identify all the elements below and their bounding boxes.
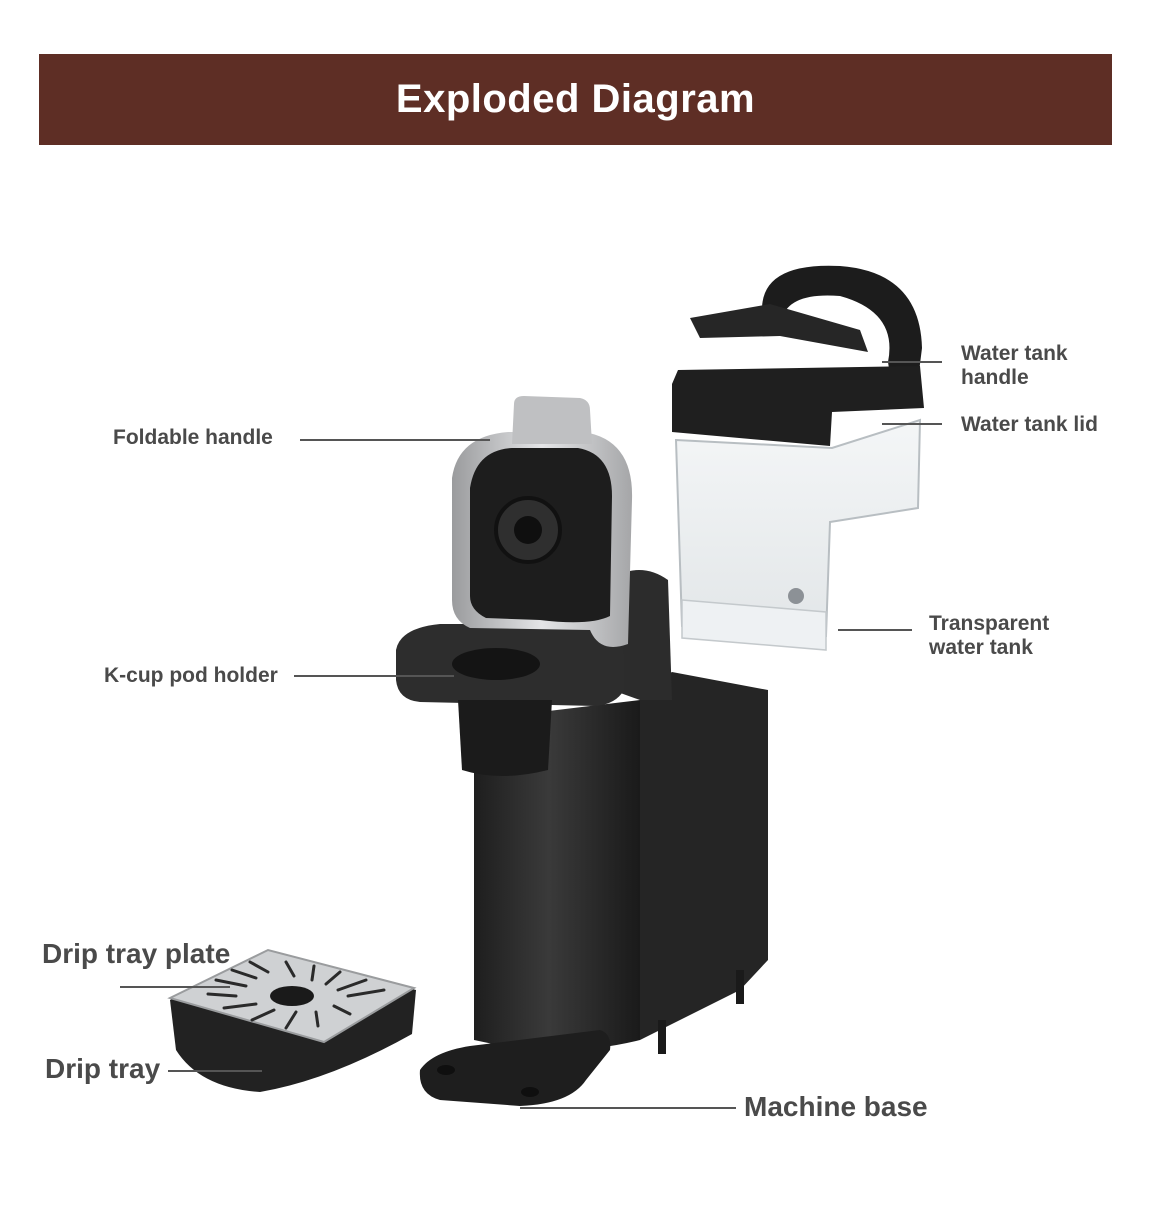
water-tank-handle bbox=[761, 265, 922, 389]
leader-foldable-handle bbox=[300, 439, 490, 441]
page-title: Exploded Diagram bbox=[395, 77, 756, 121]
label-drip-tray: Drip tray bbox=[45, 1053, 161, 1084]
water-tank-bottom bbox=[681, 599, 827, 651]
pod-holder-spout bbox=[458, 700, 552, 776]
leader-drip-tray bbox=[168, 1070, 262, 1072]
label-transparent-water-tank: Transparent water tank bbox=[929, 612, 1049, 660]
label-transparent-water-tank-line1: Transparent bbox=[929, 612, 1050, 635]
brew-needle-center bbox=[514, 516, 542, 544]
machine-rear-housing bbox=[640, 672, 768, 1040]
foldable-handle-grip bbox=[512, 396, 592, 444]
water-tank-flap bbox=[690, 304, 868, 352]
drip-tray-slots bbox=[206, 960, 386, 1030]
label-water-tank-handle-line2: handle bbox=[961, 366, 1029, 390]
machine-column bbox=[474, 700, 640, 1050]
rear-foot-1 bbox=[658, 1020, 666, 1054]
label-water-tank-handle-line1: Water tank bbox=[961, 342, 1068, 365]
drip-tray-center-hole bbox=[270, 986, 314, 1006]
label-drip-tray-plate: Drip tray plate bbox=[42, 938, 231, 969]
machine-body bbox=[396, 396, 768, 1106]
label-water-tank-handle: Water tank handle bbox=[961, 342, 1068, 390]
base-foot-right bbox=[521, 1087, 539, 1097]
water-tank-valve bbox=[788, 588, 804, 604]
label-machine-base: Machine base bbox=[744, 1091, 928, 1122]
rear-foot-2 bbox=[736, 970, 744, 1004]
label-water-tank-lid: Water tank lid bbox=[961, 413, 1098, 436]
label-transparent-water-tank-line2: water tank bbox=[929, 636, 1033, 660]
leader-machine-base bbox=[520, 1107, 736, 1109]
pod-holder-cup bbox=[452, 648, 540, 680]
machine-base-plate bbox=[419, 1030, 611, 1106]
leader-k-cup-pod-holder bbox=[294, 675, 454, 677]
leader-water-tank-handle bbox=[882, 361, 942, 363]
label-k-cup-pod-holder: K-cup pod holder bbox=[104, 664, 278, 687]
title-banner: Exploded Diagram bbox=[39, 54, 1112, 145]
base-foot-left bbox=[437, 1065, 455, 1075]
water-tank bbox=[672, 265, 924, 651]
drip-tray-assembly bbox=[167, 948, 417, 1092]
leader-transparent-water-tank bbox=[838, 629, 912, 631]
leader-drip-tray-plate bbox=[120, 986, 230, 988]
leader-water-tank-lid bbox=[882, 423, 942, 425]
label-foldable-handle: Foldable handle bbox=[113, 426, 273, 449]
water-tank-lid bbox=[672, 366, 924, 446]
